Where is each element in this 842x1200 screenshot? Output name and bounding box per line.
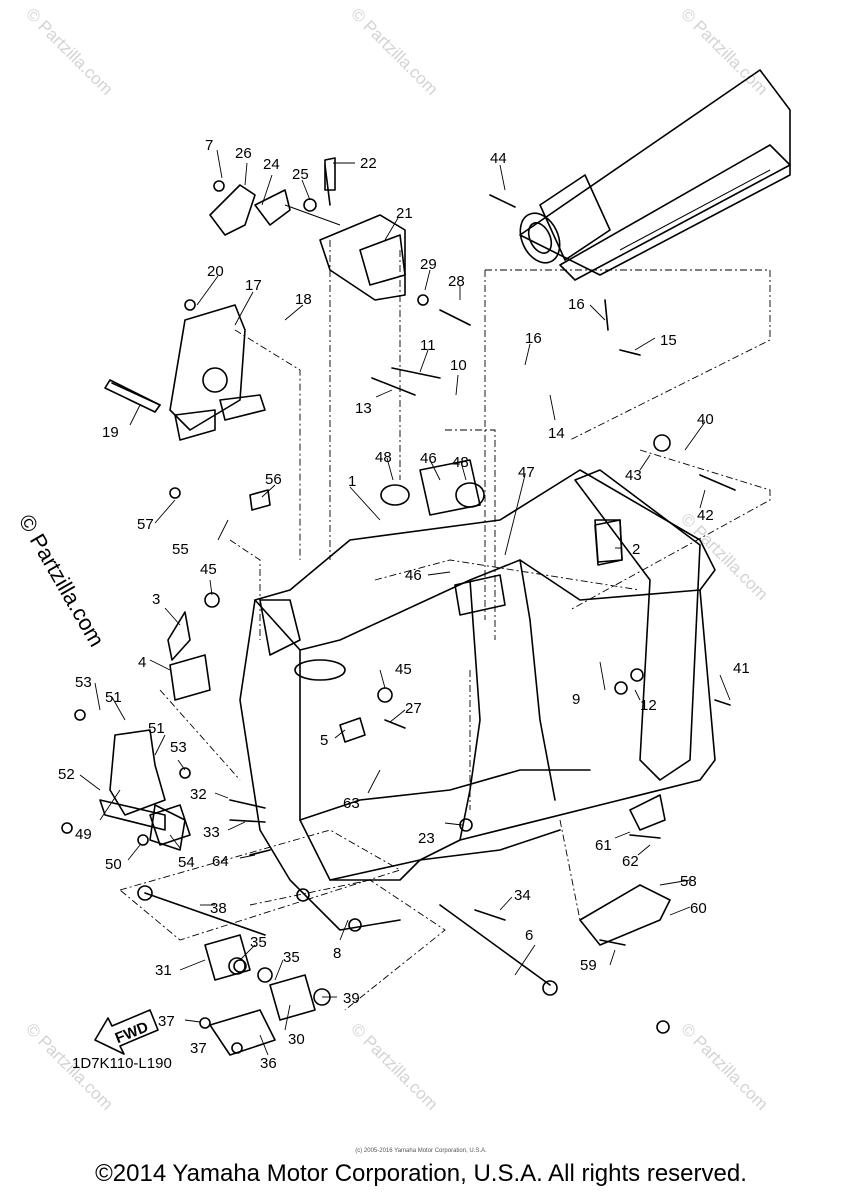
leader-lines <box>79 149 731 1056</box>
callout-label: 12 <box>640 697 657 714</box>
callout-label: 59 <box>580 957 597 974</box>
callout-label: 55 <box>172 541 189 558</box>
callout-label: 16 <box>568 296 585 313</box>
callout-label: 11 <box>420 337 436 354</box>
callout-label: 24 <box>263 156 280 173</box>
callout-label: 63 <box>343 795 360 812</box>
left-plate <box>104 304 266 441</box>
callout-label: 13 <box>355 400 372 417</box>
callout-label: 48 <box>452 454 469 471</box>
main-frame <box>239 469 716 931</box>
callout-label: 53 <box>170 739 187 756</box>
muffler <box>519 69 791 281</box>
callout-label: 53 <box>75 674 92 691</box>
small-bolts <box>61 164 736 1054</box>
watermark: © Partzilla.com <box>677 509 771 603</box>
callout-label: 10 <box>450 357 467 374</box>
callout-label: 58 <box>680 873 697 890</box>
diagram-code: 1D7K110-L190 <box>72 1055 172 1072</box>
callout-label: 38 <box>210 900 227 917</box>
callout-label: 57 <box>137 516 154 533</box>
callout-label: 64 <box>212 853 229 870</box>
callout-label: 50 <box>105 856 122 873</box>
callout-label: 31 <box>155 962 172 979</box>
callout-label: 37 <box>158 1013 175 1030</box>
callout-label: 36 <box>260 1055 277 1072</box>
callout-label: 33 <box>203 824 220 841</box>
callout-label: 61 <box>595 837 612 854</box>
left-side-bracket <box>99 729 186 851</box>
long-bolts <box>137 885 558 996</box>
watermark: © Partzilla.com <box>347 1019 441 1113</box>
labels-stickers <box>149 489 623 846</box>
callout-label: 46 <box>405 567 422 584</box>
callout-label: 21 <box>396 205 413 222</box>
callout-label: 19 <box>102 424 119 441</box>
callout-label: 60 <box>690 900 707 917</box>
callout-label: 39 <box>343 990 360 1007</box>
callout-label: 37 <box>190 1040 207 1057</box>
fwd-arrow: FWD <box>94 1009 159 1055</box>
callout-label: 43 <box>625 467 642 484</box>
callout-label: 62 <box>622 853 639 870</box>
small-copyright: (c) 2005-2016 Yamaha Motor Corporation, … <box>355 1148 487 1154</box>
callout-label: 4 <box>138 654 146 671</box>
callout-label: 2 <box>632 541 640 558</box>
callout-label: 52 <box>58 766 75 783</box>
callout-label: 29 <box>420 256 437 273</box>
callout-label: 51 <box>148 720 165 737</box>
callout-label: 45 <box>200 561 217 578</box>
callout-label: 35 <box>250 934 267 951</box>
watermarks: © Partzilla.com © Partzilla.com © Partzi… <box>14 4 772 1113</box>
callout-label: 56 <box>265 471 282 488</box>
callout-label: 8 <box>333 945 341 962</box>
clamp-parts <box>380 459 485 516</box>
callout-label: 41 <box>733 660 750 677</box>
watermark: © Partzilla.com <box>347 4 441 98</box>
callout-label: 35 <box>283 949 300 966</box>
callout-label: 54 <box>178 854 195 871</box>
callout-label: 32 <box>190 786 207 803</box>
callout-label: 27 <box>405 700 422 717</box>
side-watermark: © Partzilla.com <box>14 510 110 651</box>
callout-label: 5 <box>320 732 328 749</box>
callout-label: 9 <box>572 691 580 708</box>
callout-label: 15 <box>660 332 677 349</box>
watermark: © Partzilla.com <box>677 4 771 98</box>
callout-label: 6 <box>525 927 533 944</box>
callout-label: 45 <box>395 661 412 678</box>
callout-label: 30 <box>288 1031 305 1048</box>
callout-label: 26 <box>235 145 252 162</box>
callout-label: 16 <box>525 330 542 347</box>
callout-label: 20 <box>207 263 224 280</box>
right-bracket <box>579 794 671 946</box>
callout-label: 51 <box>105 689 122 706</box>
callout-label: 46 <box>420 450 437 467</box>
watermark: © Partzilla.com <box>677 1019 771 1113</box>
callout-label: 44 <box>490 150 507 167</box>
lower-brackets <box>204 934 331 1056</box>
callout-numbers: 1 2 3 4 5 6 7 8 9 10 11 12 13 14 15 16 1… <box>58 137 750 1072</box>
guide-lines <box>119 240 771 1011</box>
callout-label: 34 <box>514 887 531 904</box>
watermark: © Partzilla.com <box>22 4 116 98</box>
callout-label: 25 <box>292 166 309 183</box>
callout-label: 17 <box>245 277 262 294</box>
callout-label: 48 <box>375 449 392 466</box>
callout-label: 22 <box>360 155 377 172</box>
callout-label: 40 <box>697 411 714 428</box>
callout-label: 1 <box>348 473 356 490</box>
callout-label: 49 <box>75 826 92 843</box>
callout-label: 14 <box>548 425 565 442</box>
callout-label: 23 <box>418 830 435 847</box>
callout-label: 3 <box>152 591 160 608</box>
callout-label: 18 <box>295 291 312 308</box>
callout-label: 7 <box>205 137 213 154</box>
callout-label: 42 <box>697 507 714 524</box>
callout-label: 28 <box>448 273 465 290</box>
copyright-footer: ©2014 Yamaha Motor Corporation, U.S.A. A… <box>95 1160 747 1187</box>
callout-label: 47 <box>518 464 535 481</box>
